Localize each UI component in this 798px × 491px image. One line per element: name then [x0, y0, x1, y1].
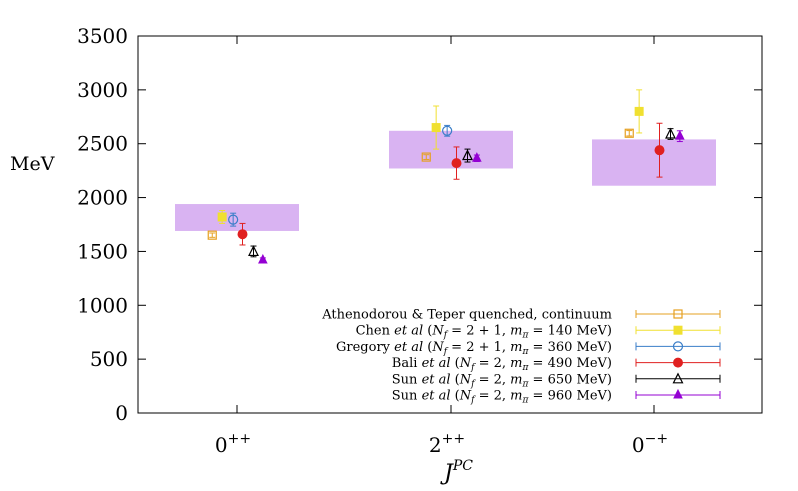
data-point: [654, 145, 665, 156]
y-tick-label: 1000: [77, 293, 128, 317]
data-point: [248, 245, 259, 257]
plot-frame: [137, 35, 763, 414]
legend-item-4: Sun et al (Nf = 2, mπ = 650 MeV): [392, 372, 721, 389]
legend-label: Athenodorou & Teper quenched, continuum: [321, 308, 612, 323]
y-axis-label: MeV: [10, 153, 55, 175]
legend-item-0: Athenodorou & Teper quenched, continuum: [321, 308, 721, 323]
error-bands: [175, 130, 716, 231]
legend: Athenodorou & Teper quenched, continuumC…: [321, 308, 721, 406]
y-tick-label: 3500: [77, 24, 128, 48]
legend-marker: [673, 357, 683, 368]
series-2: [228, 124, 453, 227]
legend-label: Sun et al (Nf = 2, mπ = 650 MeV): [392, 372, 612, 389]
y-tick-label: 1500: [77, 239, 128, 263]
x-axis-label: JPC: [440, 458, 473, 486]
data-point: [624, 128, 634, 138]
data-point: [462, 149, 473, 161]
data-point: [472, 152, 482, 162]
legend-marker: [673, 388, 683, 399]
data-point: [634, 106, 644, 116]
series-5: [258, 130, 685, 264]
x-tick-label: 2++: [429, 431, 465, 457]
legend-item-2: Gregory et al (Nf = 2 + 1, mπ = 360 MeV): [336, 340, 721, 357]
data-point: [442, 125, 453, 136]
y-tick-label: 500: [90, 347, 128, 371]
series-4: [248, 127, 676, 258]
y-tick-label: 2000: [77, 186, 128, 210]
legend-label: Sun et al (Nf = 2, mπ = 960 MeV): [392, 389, 612, 406]
band-1: [389, 130, 513, 169]
data-point: [451, 158, 462, 169]
data-point: [675, 130, 685, 140]
y-axis-ticks: 0 500 1000 1500 2000 2500 3000 3500: [77, 24, 762, 425]
x-axis-ticks: 0++ 2++ 0−+: [215, 36, 668, 457]
series-0: [207, 128, 634, 240]
legend-label: Chen et al (Nf = 2 + 1, mπ = 140 MeV): [356, 324, 612, 341]
y-tick-label: 0: [115, 401, 128, 425]
series-1: [217, 89, 644, 224]
data-point: [258, 253, 268, 264]
data-point: [431, 123, 441, 133]
legend-item-5: Sun et al (Nf = 2, mπ = 960 MeV): [392, 388, 721, 406]
legend-marker: [673, 325, 683, 335]
data-point: [421, 152, 431, 162]
legend-marker: [673, 309, 683, 319]
legend-label: Bali et al (Nf = 2, mπ = 490 MeV): [392, 356, 612, 373]
data-point: [207, 230, 217, 240]
band-2: [592, 139, 716, 186]
data-points: [207, 89, 685, 264]
x-tick-label: 0++: [215, 431, 251, 457]
y-tick-label: 3000: [77, 78, 128, 102]
legend-item-1: Chen et al (Nf = 2 + 1, mπ = 140 MeV): [356, 324, 721, 341]
data-point: [237, 229, 248, 240]
y-tick-label: 2500: [77, 132, 128, 156]
legend-marker: [672, 341, 684, 352]
legend-marker: [672, 372, 684, 384]
legend-item-3: Bali et al (Nf = 2, mπ = 490 MeV): [392, 356, 721, 373]
data-point: [665, 127, 676, 139]
series-3: [237, 122, 665, 246]
legend-label: Gregory et al (Nf = 2 + 1, mπ = 360 MeV): [336, 340, 612, 357]
plot-border: [137, 35, 763, 414]
x-tick-label: 0−+: [632, 431, 668, 457]
data-point: [228, 214, 239, 225]
data-point: [217, 212, 227, 222]
